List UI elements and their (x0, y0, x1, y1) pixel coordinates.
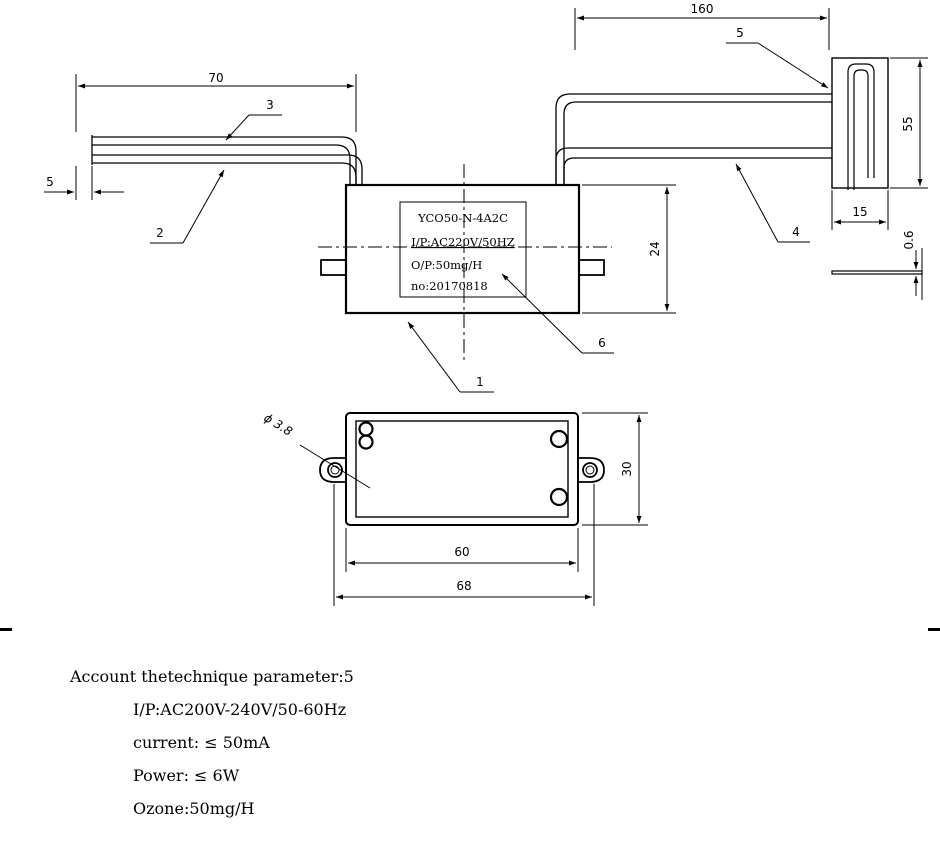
hole-leader (299, 444, 371, 489)
nameplate-serial: no:20170818 (411, 279, 488, 293)
callout-1: 1 (476, 375, 484, 389)
technical-parameters: Account thetechnique parameter:5 I/P:AC2… (70, 660, 770, 825)
dim-base-height (582, 412, 648, 526)
callout-3: 3 (266, 98, 274, 112)
input-wires (91, 135, 363, 185)
callout-5: 5 (736, 26, 744, 40)
dim-label-plate-thickness: 0.6 (902, 230, 916, 249)
dim-plate-width (831, 190, 889, 230)
parameter-current: current: ≤ 50mA (133, 733, 270, 752)
dim-label-body-height: 24 (648, 241, 662, 256)
nameplate-input: I/P:AC220V/50HZ (411, 235, 515, 249)
page-edge-mark-right (928, 628, 940, 631)
parameters-heading: Account thetechnique parameter:5 (70, 667, 354, 686)
technical-drawing: 70 5 160 55 15 0.6 24 ϕ 3.8 30 60 68 1 2… (44, 2, 928, 606)
dim-label-wire-pitch: 5 (46, 175, 54, 189)
output-cables (555, 93, 832, 185)
dim-label-cable-length: 160 (691, 2, 714, 16)
page-edge-mark-left (0, 628, 12, 631)
generator-base (319, 412, 605, 526)
dim-wire-pitch (44, 166, 124, 200)
nameplate-model: YCO50-N-4A2C (417, 211, 508, 225)
callout-6: 6 (598, 336, 606, 350)
dim-label-hole-diameter: ϕ 3.8 (261, 411, 295, 439)
dim-label-base-inner: 60 (454, 545, 469, 559)
nameplate-output: O/P:50mg/H (411, 258, 482, 272)
dim-label-base-height: 30 (620, 461, 634, 476)
dim-label-plate-height: 55 (901, 116, 915, 131)
dim-label-plate-width: 15 (852, 205, 867, 219)
callout-4: 4 (792, 225, 800, 239)
parameter-input: I/P:AC200V-240V/50-60Hz (133, 700, 347, 719)
dim-body-height (582, 184, 676, 314)
dim-label-base-total: 68 (456, 579, 471, 593)
dim-wire-length (75, 74, 357, 132)
dim-base-inner (345, 528, 579, 572)
callout-leaders (150, 42, 829, 393)
ozone-plate (831, 57, 889, 190)
parameter-ozone: Ozone:50mg/H (133, 799, 255, 818)
generator-body (318, 164, 612, 360)
plate-side-view (831, 248, 923, 300)
callout-2: 2 (156, 226, 164, 240)
parameter-power: Power: ≤ 6W (133, 766, 240, 785)
dim-base-total (333, 484, 595, 606)
dim-plate-height (890, 57, 928, 189)
dim-label-wire-length: 70 (208, 71, 223, 85)
dim-cable-length (574, 8, 830, 50)
